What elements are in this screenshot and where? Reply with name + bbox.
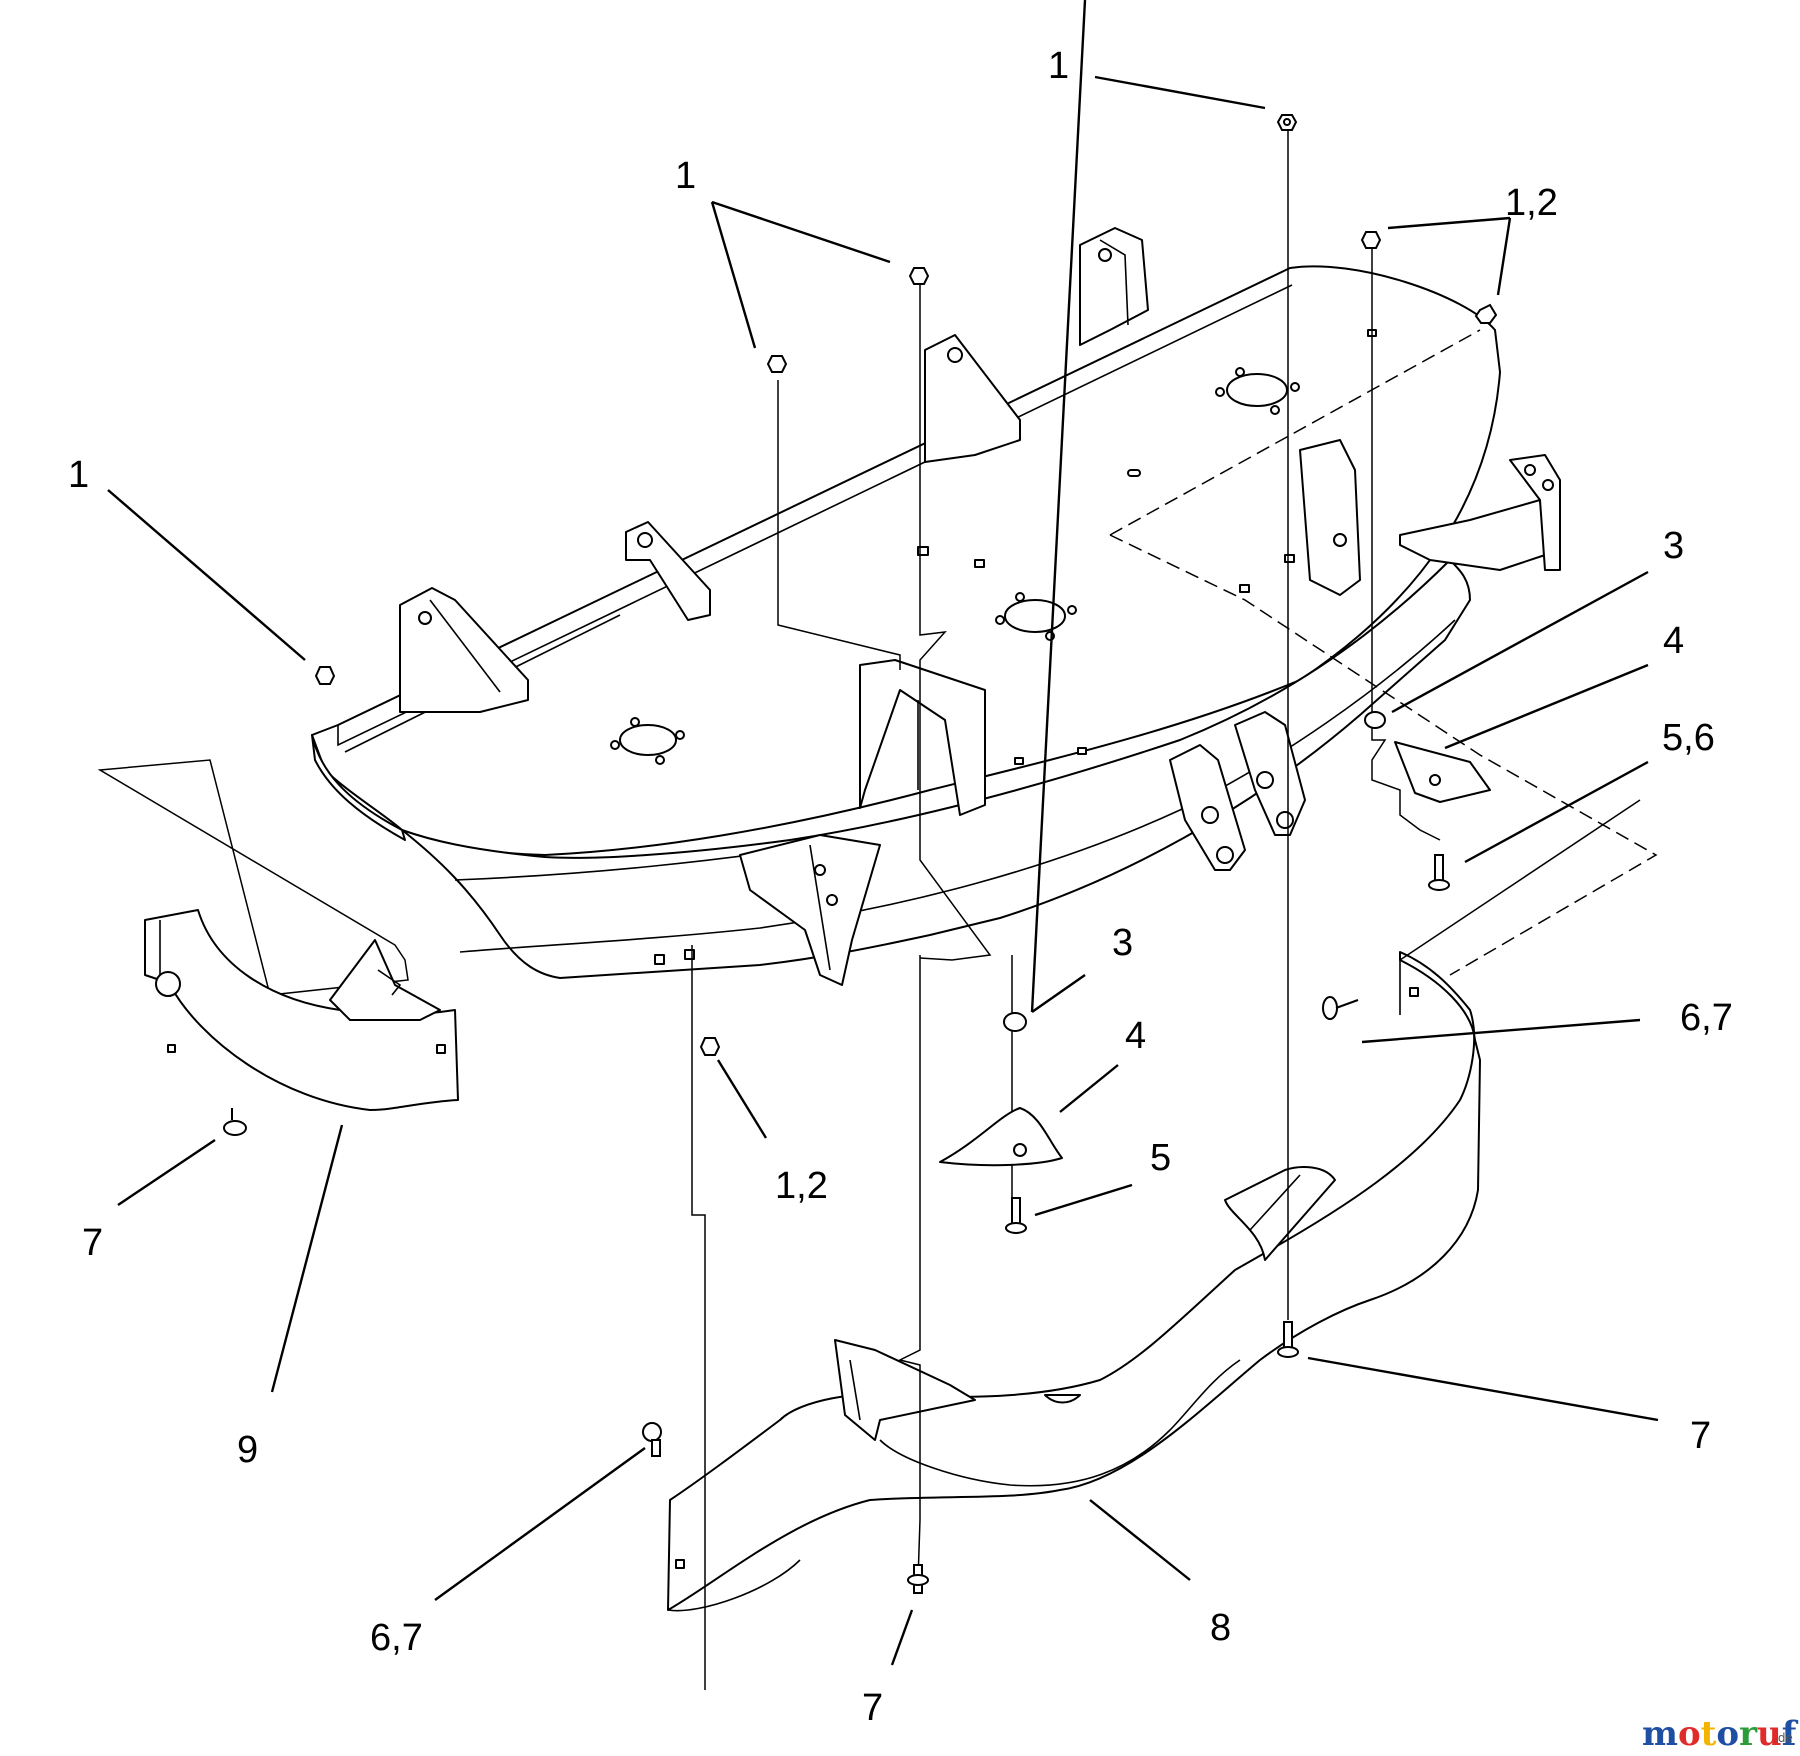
nut xyxy=(1474,303,1498,324)
callout-7: 7 xyxy=(862,1687,883,1729)
mower-deck xyxy=(311,227,1561,986)
callout-3: 3 xyxy=(1663,525,1684,567)
carriage-bolt xyxy=(1322,996,1359,1020)
callout-9: 9 xyxy=(237,1429,258,1471)
watermark-letter: t xyxy=(1701,1714,1717,1754)
callout-labels: 1 1 1,2 1 3 4 5,6 3 4 6,7 5 1,2 7 9 7 6,… xyxy=(68,45,1733,1729)
callout-8: 8 xyxy=(1210,1607,1231,1649)
spacer xyxy=(1003,1012,1027,1032)
blade-bracket xyxy=(939,1107,1063,1167)
callout-4: 4 xyxy=(1125,1015,1146,1057)
nut xyxy=(908,267,930,285)
spindle-mount-left xyxy=(610,717,685,765)
bolt xyxy=(1005,1197,1027,1234)
callout-1: 1 xyxy=(68,454,89,496)
callout-1: 1 xyxy=(1048,45,1069,87)
rear-brackets xyxy=(399,227,1149,713)
nut xyxy=(1276,114,1298,131)
callout-5-6: 5,6 xyxy=(1662,717,1715,759)
watermark-letter: f xyxy=(1782,1714,1799,1754)
nut xyxy=(314,666,336,685)
watermark-letter: o xyxy=(1678,1714,1701,1754)
callout-1-2: 1,2 xyxy=(1505,182,1558,224)
callout-leaders xyxy=(107,0,1659,1666)
callout-5: 5 xyxy=(1150,1137,1171,1179)
nut xyxy=(1360,231,1382,249)
nut xyxy=(699,1037,721,1056)
watermark-letter: m xyxy=(1642,1714,1678,1754)
carriage-bolt xyxy=(223,1108,247,1136)
callout-1: 1 xyxy=(675,155,696,197)
spindle-mount-center xyxy=(995,592,1077,641)
front-baffle xyxy=(667,951,1481,1612)
bolt xyxy=(907,1564,929,1594)
callout-4: 4 xyxy=(1663,620,1684,662)
svg-text:motoruf: motoruf xyxy=(1642,1714,1799,1754)
spacer xyxy=(1364,711,1386,729)
watermark-letter: r xyxy=(1739,1714,1758,1754)
callout-7: 7 xyxy=(82,1222,103,1264)
watermark-letter: o xyxy=(1716,1714,1739,1754)
side-chute-deflector xyxy=(97,759,459,1111)
watermark-letter: u xyxy=(1757,1714,1782,1754)
callout-7: 7 xyxy=(1690,1415,1711,1457)
callout-6-7: 6,7 xyxy=(370,1617,423,1659)
watermark-logo: motoruf .de xyxy=(1642,1714,1799,1754)
hardware xyxy=(223,114,1498,1594)
callout-1-2: 1,2 xyxy=(775,1165,828,1207)
callout-6-7: 6,7 xyxy=(1680,997,1733,1039)
front-brackets xyxy=(739,439,1561,986)
bolt xyxy=(1428,854,1450,891)
blade-bracket xyxy=(1394,741,1491,803)
spindle-mount-right xyxy=(1215,367,1300,415)
watermark-suffix: .de xyxy=(1774,1731,1793,1745)
callout-3: 3 xyxy=(1112,922,1133,964)
bolt xyxy=(642,1422,662,1457)
bolt xyxy=(1277,1321,1299,1358)
nut xyxy=(766,355,788,373)
